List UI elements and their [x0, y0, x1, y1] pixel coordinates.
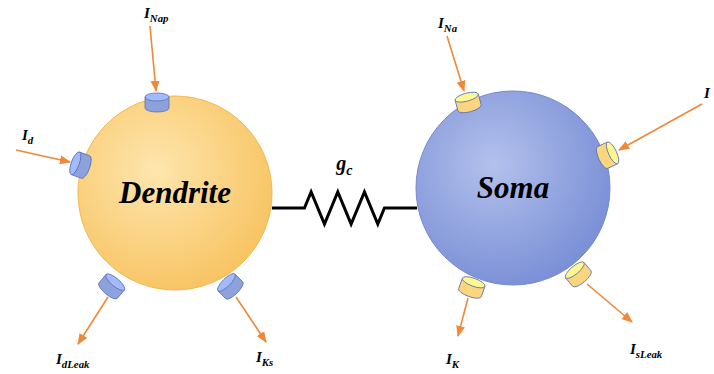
compartment-name: Dendrite [119, 175, 231, 211]
compartment-fill [78, 96, 272, 290]
current-label: IKs [256, 350, 273, 368]
current-label: I [704, 86, 710, 101]
current-label: INa [438, 16, 457, 34]
compartment-circle: Dendrite [77, 95, 273, 291]
current-label: IdLeak [56, 352, 89, 370]
current-arrow [458, 298, 468, 336]
coupling-resistor [272, 192, 417, 224]
current-arrow [16, 150, 70, 162]
compartment-circle: Soma [415, 90, 611, 286]
compartment-name: Soma [477, 170, 549, 206]
current-arrow [236, 297, 266, 342]
current-arrow [447, 36, 464, 91]
compartment-fill [416, 91, 610, 285]
current-arrow [619, 104, 702, 150]
ion-channel [96, 271, 127, 301]
current-arrow [587, 284, 632, 322]
current-arrow [150, 26, 156, 91]
current-label: INap [144, 6, 168, 24]
current-label: Id [22, 128, 33, 146]
current-arrow [78, 297, 108, 344]
current-label: IK [446, 352, 459, 370]
coupling-label: gc [334, 153, 354, 178]
current-label: IsLeak [630, 342, 662, 360]
